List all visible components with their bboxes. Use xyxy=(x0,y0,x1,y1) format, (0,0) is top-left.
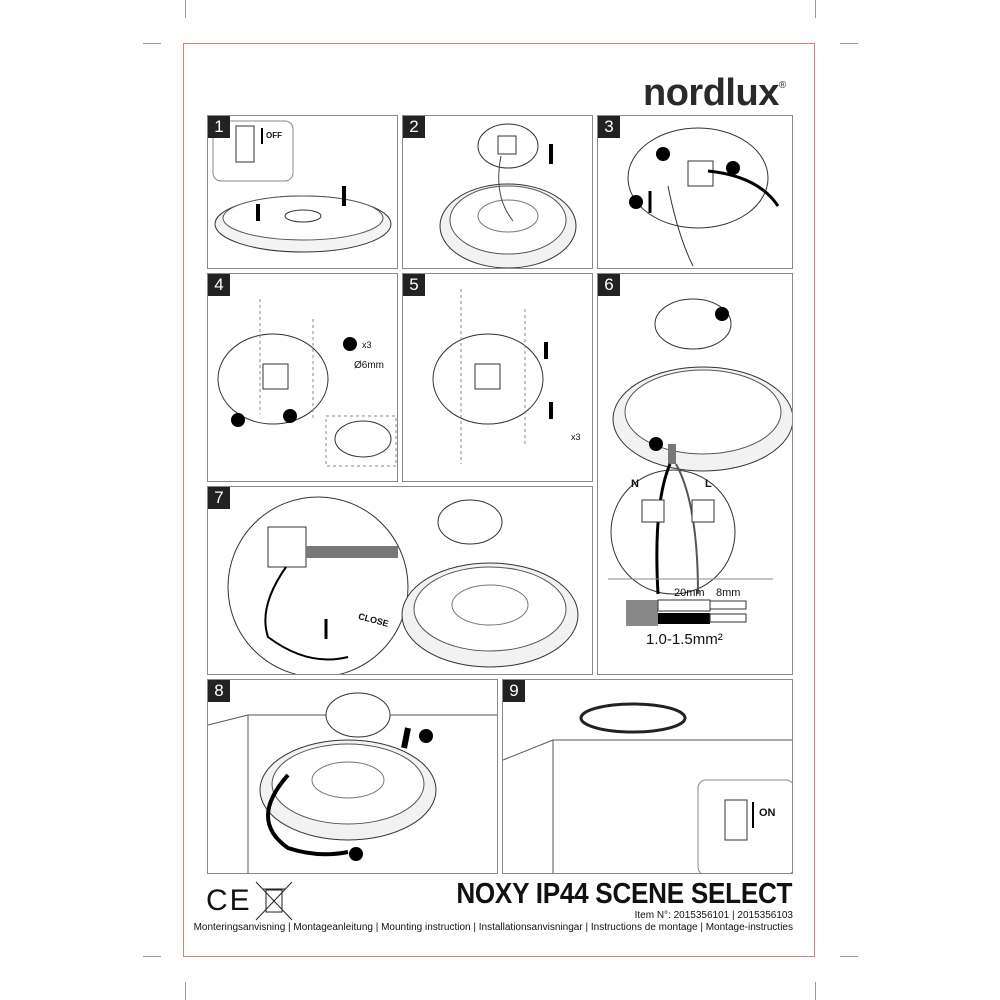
step-6-panel: 6 N L 20mm 8mm 1.0-1.5mm² xyxy=(597,273,793,675)
crop-mark xyxy=(143,43,161,44)
cross-section-label: 1.0-1.5mm² xyxy=(646,631,723,648)
step-number: 1 xyxy=(208,116,230,138)
item-number: Item N°: 2015356101 | 2015356103 xyxy=(634,910,793,921)
crop-mark xyxy=(815,0,816,18)
brand-name: nordlux xyxy=(643,72,779,114)
step-9-panel: 9 ON xyxy=(502,679,793,874)
count-label: x3 xyxy=(362,340,372,350)
step-4-panel: 4 x3 Ø6mm xyxy=(207,273,398,482)
live-label: L xyxy=(705,478,712,490)
neutral-label: N xyxy=(631,478,639,490)
strip-outer-label: 20mm xyxy=(674,587,705,599)
product-title: NOXY IP44 SCENE SELECT xyxy=(456,878,792,910)
step-1-illustration xyxy=(212,120,392,253)
step-7-panel: 7 CLOSE xyxy=(207,486,593,675)
brand-logo: nordlux® xyxy=(643,72,786,115)
step-number: 3 xyxy=(598,116,620,138)
crop-mark xyxy=(815,982,816,1000)
ce-mark: CE xyxy=(206,884,252,917)
step-number: 6 xyxy=(598,274,620,296)
step-2-panel: 2 xyxy=(402,115,593,269)
page-frame xyxy=(183,43,815,957)
weee-bin-icon xyxy=(255,881,293,921)
step-number: 5 xyxy=(403,274,425,296)
strip-inner-label: 8mm xyxy=(716,587,741,599)
step-3-illustration xyxy=(627,127,780,267)
document-type-languages: Monteringsanvisning | Montageanleitung |… xyxy=(193,922,793,933)
step-8-illustration xyxy=(208,692,497,873)
step-3-panel: 3 xyxy=(597,115,793,269)
step-number: 7 xyxy=(208,487,230,509)
step-7-illustration xyxy=(227,496,579,674)
drill-size-label: Ø6mm xyxy=(354,360,384,371)
crop-mark xyxy=(185,982,186,1000)
step-2-illustration xyxy=(439,123,577,268)
crop-mark xyxy=(840,956,858,957)
step-9-illustration xyxy=(503,702,792,873)
step-number: 8 xyxy=(208,680,230,702)
on-label: ON xyxy=(759,807,776,819)
step-number: 2 xyxy=(403,116,425,138)
step-number: 4 xyxy=(208,274,230,296)
step-number: 9 xyxy=(503,680,525,702)
step-1-panel: 1 OFF xyxy=(207,115,398,269)
crop-mark xyxy=(840,43,858,44)
count-label: x3 xyxy=(571,432,581,442)
step-5-panel: 5 x3 xyxy=(402,273,593,482)
step-4-illustration xyxy=(217,299,397,467)
step-6-illustration xyxy=(608,298,792,626)
off-label: OFF xyxy=(266,131,282,140)
step-8-panel: 8 xyxy=(207,679,498,874)
crop-mark xyxy=(185,0,186,18)
registered-mark: ® xyxy=(778,80,786,91)
crop-mark xyxy=(143,956,161,957)
step-5-illustration xyxy=(432,289,553,464)
